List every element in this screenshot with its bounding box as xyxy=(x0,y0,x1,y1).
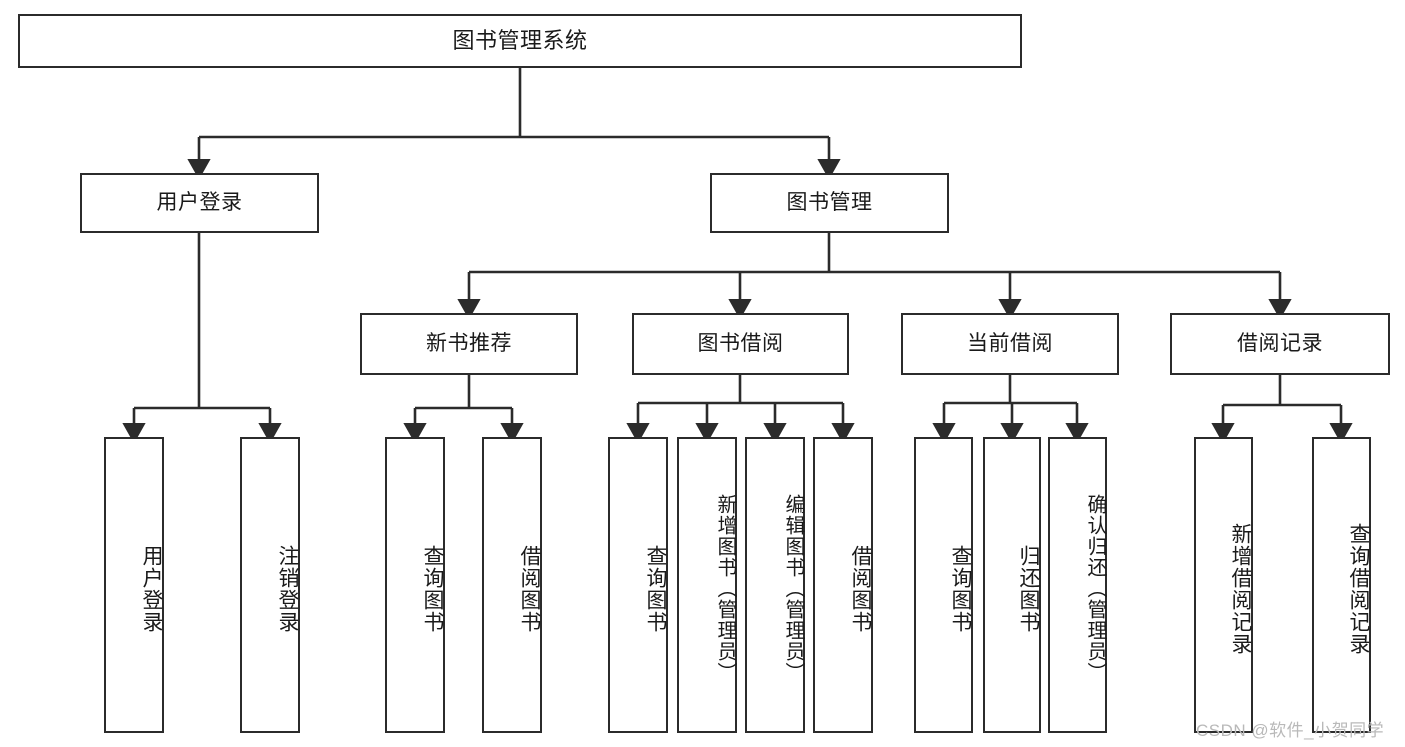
node-label: 图书借阅 xyxy=(697,332,784,356)
node-leaf-borrow-book-1[interactable]: 借阅图书 xyxy=(482,437,542,733)
node-label: 查询图书 xyxy=(949,545,972,633)
node-leaf-logout[interactable]: 注销登录 xyxy=(240,437,300,733)
node-label: 注销登录 xyxy=(276,545,299,633)
node-book-manage[interactable]: 图书管理 xyxy=(710,173,949,233)
node-leaf-query-book-1[interactable]: 查询图书 xyxy=(385,437,445,733)
node-book-borrow[interactable]: 图书借阅 xyxy=(632,313,849,375)
node-label: 用户登录 xyxy=(156,191,243,215)
node-leaf-user-login[interactable]: 用户登录 xyxy=(104,437,164,733)
node-label: 确认归还（管理员） xyxy=(1084,493,1106,683)
node-label: 查询图书 xyxy=(644,545,667,633)
node-label: 查询借阅记录 xyxy=(1347,523,1370,655)
node-label: 新增图书（管理员） xyxy=(714,493,736,683)
node-user-login[interactable]: 用户登录 xyxy=(80,173,319,233)
node-label: 借阅图书 xyxy=(518,545,541,633)
node-label: 新增借阅记录 xyxy=(1229,523,1252,655)
node-new-book-recommend[interactable]: 新书推荐 xyxy=(360,313,578,375)
node-label: 编辑图书（管理员） xyxy=(782,493,804,683)
node-label: 借阅记录 xyxy=(1237,332,1323,356)
node-label: 新书推荐 xyxy=(426,332,512,356)
node-borrow-record[interactable]: 借阅记录 xyxy=(1170,313,1390,375)
node-leaf-query-book-3[interactable]: 查询图书 xyxy=(914,437,973,733)
node-leaf-query-book-2[interactable]: 查询图书 xyxy=(608,437,668,733)
node-leaf-borrow-book-2[interactable]: 借阅图书 xyxy=(813,437,873,733)
node-label: 图书管理 xyxy=(786,191,873,215)
node-leaf-query-borrow-record[interactable]: 查询借阅记录 xyxy=(1312,437,1371,733)
csdn-watermark: CSDN @软件_小贺同学 xyxy=(1196,716,1384,741)
node-label: 当前借阅 xyxy=(967,332,1053,356)
node-root-book-management-system[interactable]: 图书管理系统 xyxy=(18,14,1022,68)
node-label: 查询图书 xyxy=(421,545,444,633)
node-leaf-return-book[interactable]: 归还图书 xyxy=(983,437,1041,733)
node-leaf-edit-book[interactable]: 编辑图书（管理员） xyxy=(745,437,805,733)
node-label: 借阅图书 xyxy=(849,545,872,633)
watermark-text: CSDN @软件_小贺同学 xyxy=(1196,721,1385,740)
node-label: 图书管理系统 xyxy=(452,27,588,53)
node-leaf-add-borrow-record[interactable]: 新增借阅记录 xyxy=(1194,437,1253,733)
node-label: 用户登录 xyxy=(140,545,163,633)
node-label: 归还图书 xyxy=(1017,545,1040,633)
node-leaf-confirm-return[interactable]: 确认归还（管理员） xyxy=(1048,437,1107,733)
node-current-borrow[interactable]: 当前借阅 xyxy=(901,313,1119,375)
node-leaf-add-book[interactable]: 新增图书（管理员） xyxy=(677,437,737,733)
